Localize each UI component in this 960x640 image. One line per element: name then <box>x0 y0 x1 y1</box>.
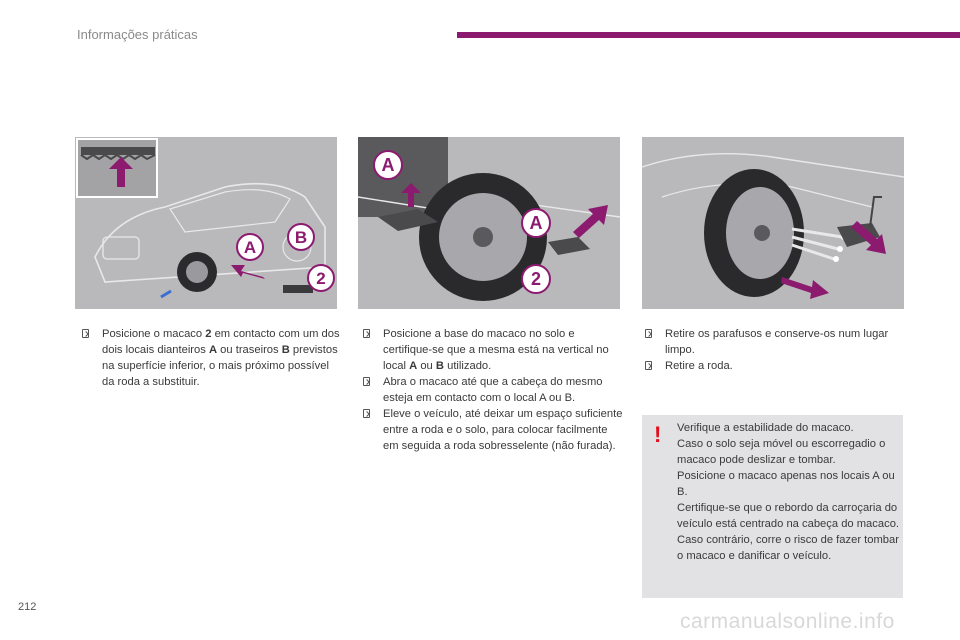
jack-ref: 2 <box>205 328 212 340</box>
car-jack-points-drawing: A B 2 <box>75 137 337 309</box>
instruction-column-1: Posicione o macaco 2 em contacto com um … <box>80 326 342 390</box>
bullet-text: Retire os parafusos e conserve-os num lu… <box>665 328 889 356</box>
point-b-ref: B <box>281 344 290 356</box>
text-part: ou <box>417 360 436 372</box>
warning-line: Verifique a estabilidade do macaco. <box>677 422 854 434</box>
point-b-ref: B <box>435 360 444 372</box>
warning-line: Caso o solo seja móvel ou escorregadio o… <box>677 438 886 466</box>
warning-box <box>642 415 903 598</box>
illustration-car-jack-points: A B 2 <box>75 137 337 309</box>
jack-point-a-side-label: A <box>530 213 543 233</box>
jack-point-b-label: B <box>295 228 307 247</box>
text-part: ou traseiros <box>217 344 282 356</box>
remove-wheel-drawing <box>642 137 904 309</box>
text-part: Posicione a base do macaco no solo e cer… <box>383 328 609 372</box>
text-part: utilizado. <box>443 360 492 372</box>
checkbox-bullet-icon <box>645 329 652 338</box>
jack-point-a-top-label: A <box>382 155 395 175</box>
jack-point-a-label: A <box>244 238 256 257</box>
instruction-jack-base: Posicione a base do macaco no solo e cer… <box>361 326 623 374</box>
bullet-text: Retire a roda. <box>665 360 733 372</box>
text-part: em contacto com um dos dois locais diant… <box>102 328 340 356</box>
illustration-remove-wheel <box>642 137 904 309</box>
text-part: previstos na superfície inferior, o mais… <box>102 344 338 388</box>
checkbox-bullet-icon <box>363 409 370 418</box>
bullet-text: Eleve o veículo, até deixar um espaço su… <box>383 408 623 452</box>
jack-number-label: 2 <box>316 269 325 288</box>
warning-line: Posicione o macaco apenas nos locais A o… <box>677 470 895 498</box>
page-number: 212 <box>18 601 37 613</box>
checkbox-bullet-icon <box>645 361 652 370</box>
instruction-position-jack: Posicione o macaco 2 em contacto com um … <box>80 326 342 390</box>
section-title: Informações práticas <box>77 27 198 42</box>
warning-text: Verifique a estabilidade do macaco. Caso… <box>677 420 901 564</box>
point-a-ref: A <box>208 344 218 356</box>
instruction-remove-wheel: Retire a roda. <box>643 358 905 374</box>
instruction-raise-vehicle: Eleve o veículo, até deixar um espaço su… <box>361 406 623 454</box>
jack-number-label-2: 2 <box>531 269 541 289</box>
instruction-column-3: Retire os parafusos e conserve-os num lu… <box>643 326 905 374</box>
warning-line: Certifique-se que o rebordo da carroçari… <box>677 502 900 562</box>
watermark: carmanualsonline.info <box>680 610 895 633</box>
point-a-ref: A <box>409 360 418 372</box>
instruction-remove-bolts: Retire os parafusos e conserve-os num lu… <box>643 326 905 358</box>
illustration-jack-positioned: A A 2 <box>358 137 620 309</box>
instruction-open-jack: Abra o macaco até que a cabeça do mesmo … <box>361 374 623 406</box>
exclamation-icon: ! <box>654 422 662 447</box>
instruction-column-2: Posicione a base do macaco no solo e cer… <box>361 326 623 454</box>
bullet-text: Abra o macaco até que a cabeça do mesmo … <box>383 376 603 404</box>
checkbox-bullet-icon <box>363 377 370 386</box>
checkbox-bullet-icon <box>363 329 370 338</box>
text-part: Posicione o macaco <box>102 328 206 340</box>
header-accent-bar <box>457 32 960 38</box>
checkbox-bullet-icon <box>82 329 89 338</box>
jack-positioned-drawing: A A 2 <box>358 137 620 309</box>
